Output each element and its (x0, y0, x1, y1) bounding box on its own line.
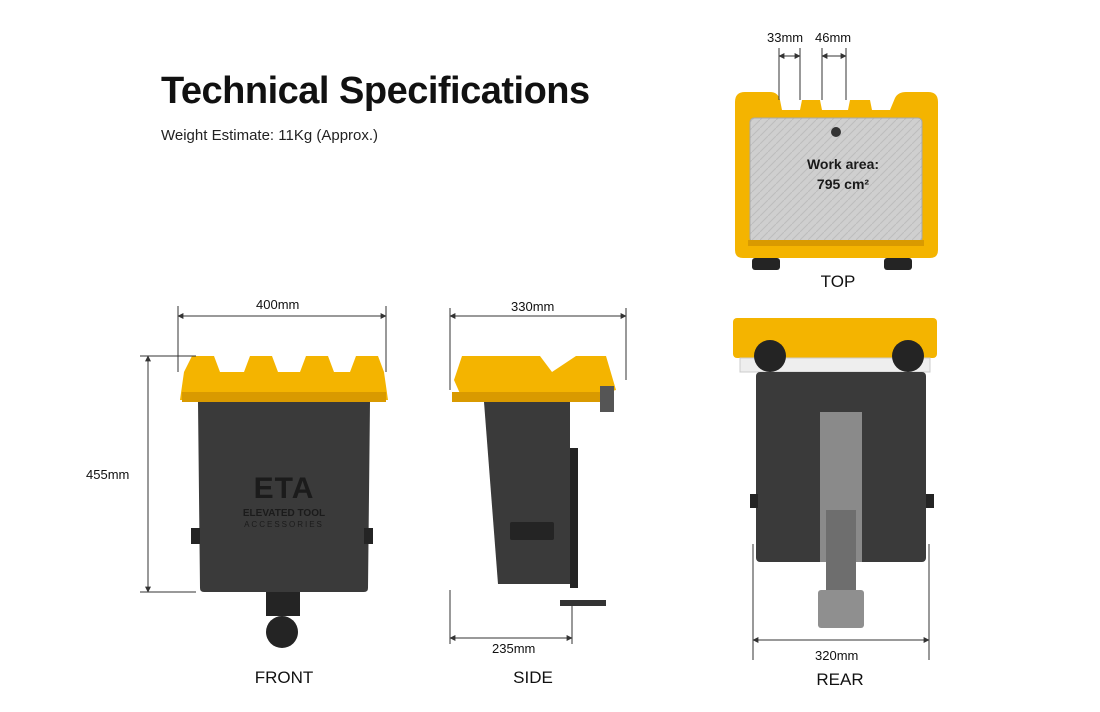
side-view-drawing (449, 308, 627, 644)
brand-logo: ETA ELEVATED TOOL ACCESSORIES (214, 474, 354, 530)
brand-main: ETA (253, 472, 315, 505)
dim-side-bottom: 235mm (492, 641, 536, 656)
dim-front-width: 400mm (256, 297, 300, 312)
front-view-drawing (140, 306, 388, 648)
dim-front-height: 455mm (86, 467, 130, 482)
page-title: Technical Specifications (161, 70, 590, 112)
work-area-label: Work area: 795 cm² (790, 154, 896, 194)
work-area-line-1: Work area: (806, 156, 880, 172)
dim-side-top: 330mm (511, 299, 555, 314)
dim-rear-width: 320mm (815, 648, 859, 663)
view-label-top: TOP (820, 272, 856, 291)
brand-line-2: ACCESSORIES (244, 520, 324, 529)
weight-estimate: Weight Estimate: 11Kg (Approx.) (161, 127, 379, 144)
view-label-side: SIDE (513, 668, 553, 687)
rear-view-drawing (733, 318, 937, 660)
brand-line-1: ELEVATED TOOL (242, 508, 326, 519)
dim-top-46mm: 46mm (815, 30, 852, 45)
view-label-front: FRONT (254, 668, 314, 687)
dim-top-33mm: 33mm (767, 30, 804, 45)
top-view-drawing (735, 48, 938, 270)
work-area-line-2: 795 cm² (816, 176, 870, 192)
view-label-rear: REAR (816, 670, 864, 689)
